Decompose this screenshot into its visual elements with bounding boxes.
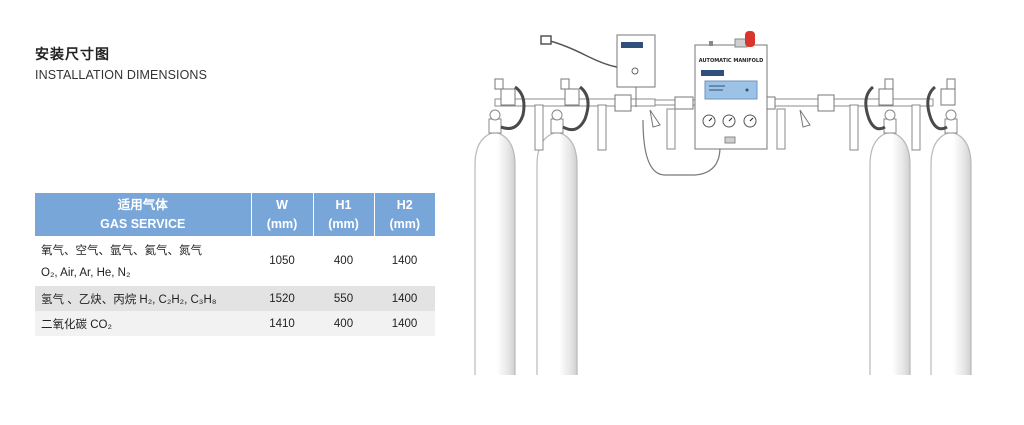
h2-cell: 1400: [374, 311, 435, 336]
header-gas-service: 适用气体 GAS SERVICE: [35, 193, 251, 236]
table-row: 二氧化碳 CO₂ 1410 400 1400: [35, 311, 435, 336]
w-cell: 1050: [251, 236, 313, 286]
page-title-cn: 安装尺寸图: [35, 47, 110, 63]
header-h1-label: H1: [335, 197, 352, 212]
signal-cable: [642, 119, 721, 176]
gas-name-cn: 氧气、空气、氩气、氦气、氮气: [41, 245, 202, 257]
cylinder-left-1: [474, 109, 516, 375]
automatic-manifold-panel: AUTOMATIC MANIFOLD: [694, 31, 768, 150]
gas-cell: 氢气 、乙炔、丙烷 H₂, C₂H₂, C₃H₈: [35, 286, 251, 311]
header-w-label: W: [276, 197, 288, 212]
manifold-valves: [494, 78, 956, 112]
control-box: [616, 34, 656, 107]
w-cell: 1410: [251, 311, 313, 336]
gas-name-en: O₂, Air, Ar, He, N₂: [41, 267, 131, 279]
manifold-installation-diagram: AUTOMATIC MANIFOLD: [474, 31, 972, 375]
power-cable: [540, 35, 618, 68]
header-h2: H2 (mm): [373, 193, 435, 236]
h2-cell: 1400: [374, 286, 435, 311]
regulators: [649, 109, 811, 128]
h2-cell: 1400: [374, 236, 435, 286]
h1-cell: 400: [313, 236, 374, 286]
wall-brackets: [534, 104, 921, 151]
w-cell: 1520: [251, 286, 313, 311]
table-header-row: 适用气体 GAS SERVICE W (mm) H1 (mm) H2 (mm): [35, 193, 435, 236]
pigtail-hoses: [500, 85, 948, 132]
header-h1-unit: (mm): [328, 216, 359, 231]
cylinder-right-2: [930, 109, 972, 375]
header-gas-cn: 适用气体: [117, 197, 168, 212]
page-title-en: INSTALLATION DIMENSIONS: [35, 68, 208, 82]
header-h2-unit: (mm): [389, 216, 421, 231]
cylinder-left-2: [536, 109, 578, 375]
panel-label: AUTOMATIC MANIFOLD: [699, 58, 763, 64]
header-w: W (mm): [250, 193, 313, 236]
header-w-unit: (mm): [266, 216, 298, 231]
alarm-beacon-icon: [745, 31, 755, 47]
h1-cell: 550: [313, 286, 374, 311]
cylinder-right-1: [869, 109, 911, 375]
header-gas-en: GAS SERVICE: [100, 216, 186, 231]
table-row: 氢气 、乙炔、丙烷 H₂, C₂H₂, C₃H₈ 1520 550 1400: [35, 286, 435, 311]
gas-cell: 氧气、空气、氩气、氦气、氮气 O₂, Air, Ar, He, N₂: [35, 236, 251, 286]
table-row: 氧气、空气、氩气、氦气、氮气 O₂, Air, Ar, He, N₂ 1050 …: [35, 236, 435, 286]
h1-cell: 400: [313, 311, 374, 336]
gas-cell: 二氧化碳 CO₂: [35, 311, 251, 336]
gas-service-table: 适用气体 GAS SERVICE W (mm) H1 (mm) H2 (mm) …: [35, 193, 435, 336]
header-h1: H1 (mm): [312, 193, 374, 236]
header-h2-label: H2: [396, 197, 413, 212]
